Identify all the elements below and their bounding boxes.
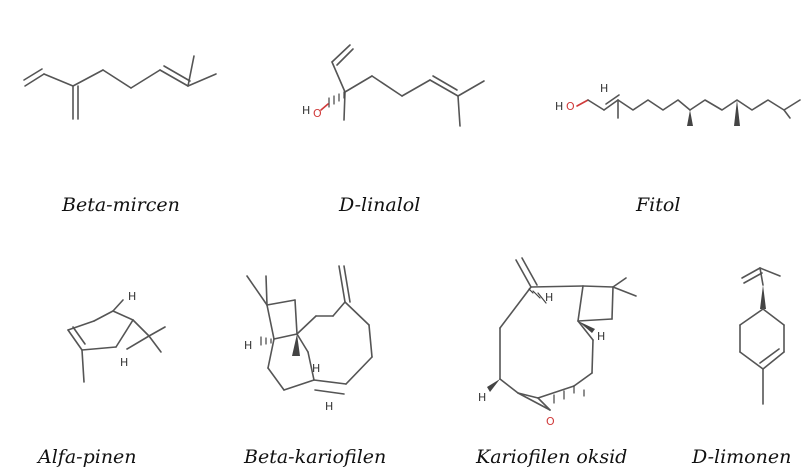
atom-o: O <box>313 107 322 120</box>
atom-h: H <box>325 400 333 413</box>
caption-d-linalol: D-linalol <box>339 194 421 216</box>
atom-h: H <box>597 330 605 343</box>
atom-o: O <box>566 100 575 113</box>
atom-h: H <box>244 339 252 352</box>
atom-h: H <box>312 362 320 375</box>
caption-kariofilen-oksid: Kariofilen oksid <box>476 446 628 468</box>
atom-h: H <box>555 100 563 113</box>
caption-d-limonen: D-limonen <box>692 446 792 468</box>
atom-h: H <box>545 291 553 304</box>
atom-h: H <box>120 356 128 369</box>
atom-h: H <box>478 391 486 404</box>
atom-h: H <box>302 104 310 117</box>
caption-alfa-pinen: Alfa-pinen <box>38 446 137 468</box>
caption-beta-mircen: Beta-mircen <box>62 194 180 216</box>
caption-beta-kariofilen: Beta-kariofilen <box>244 446 387 468</box>
atom-o: O <box>546 415 555 428</box>
caption-fitol: Fitol <box>636 194 681 216</box>
atom-h: H <box>128 290 136 303</box>
atom-h: H <box>600 82 608 95</box>
